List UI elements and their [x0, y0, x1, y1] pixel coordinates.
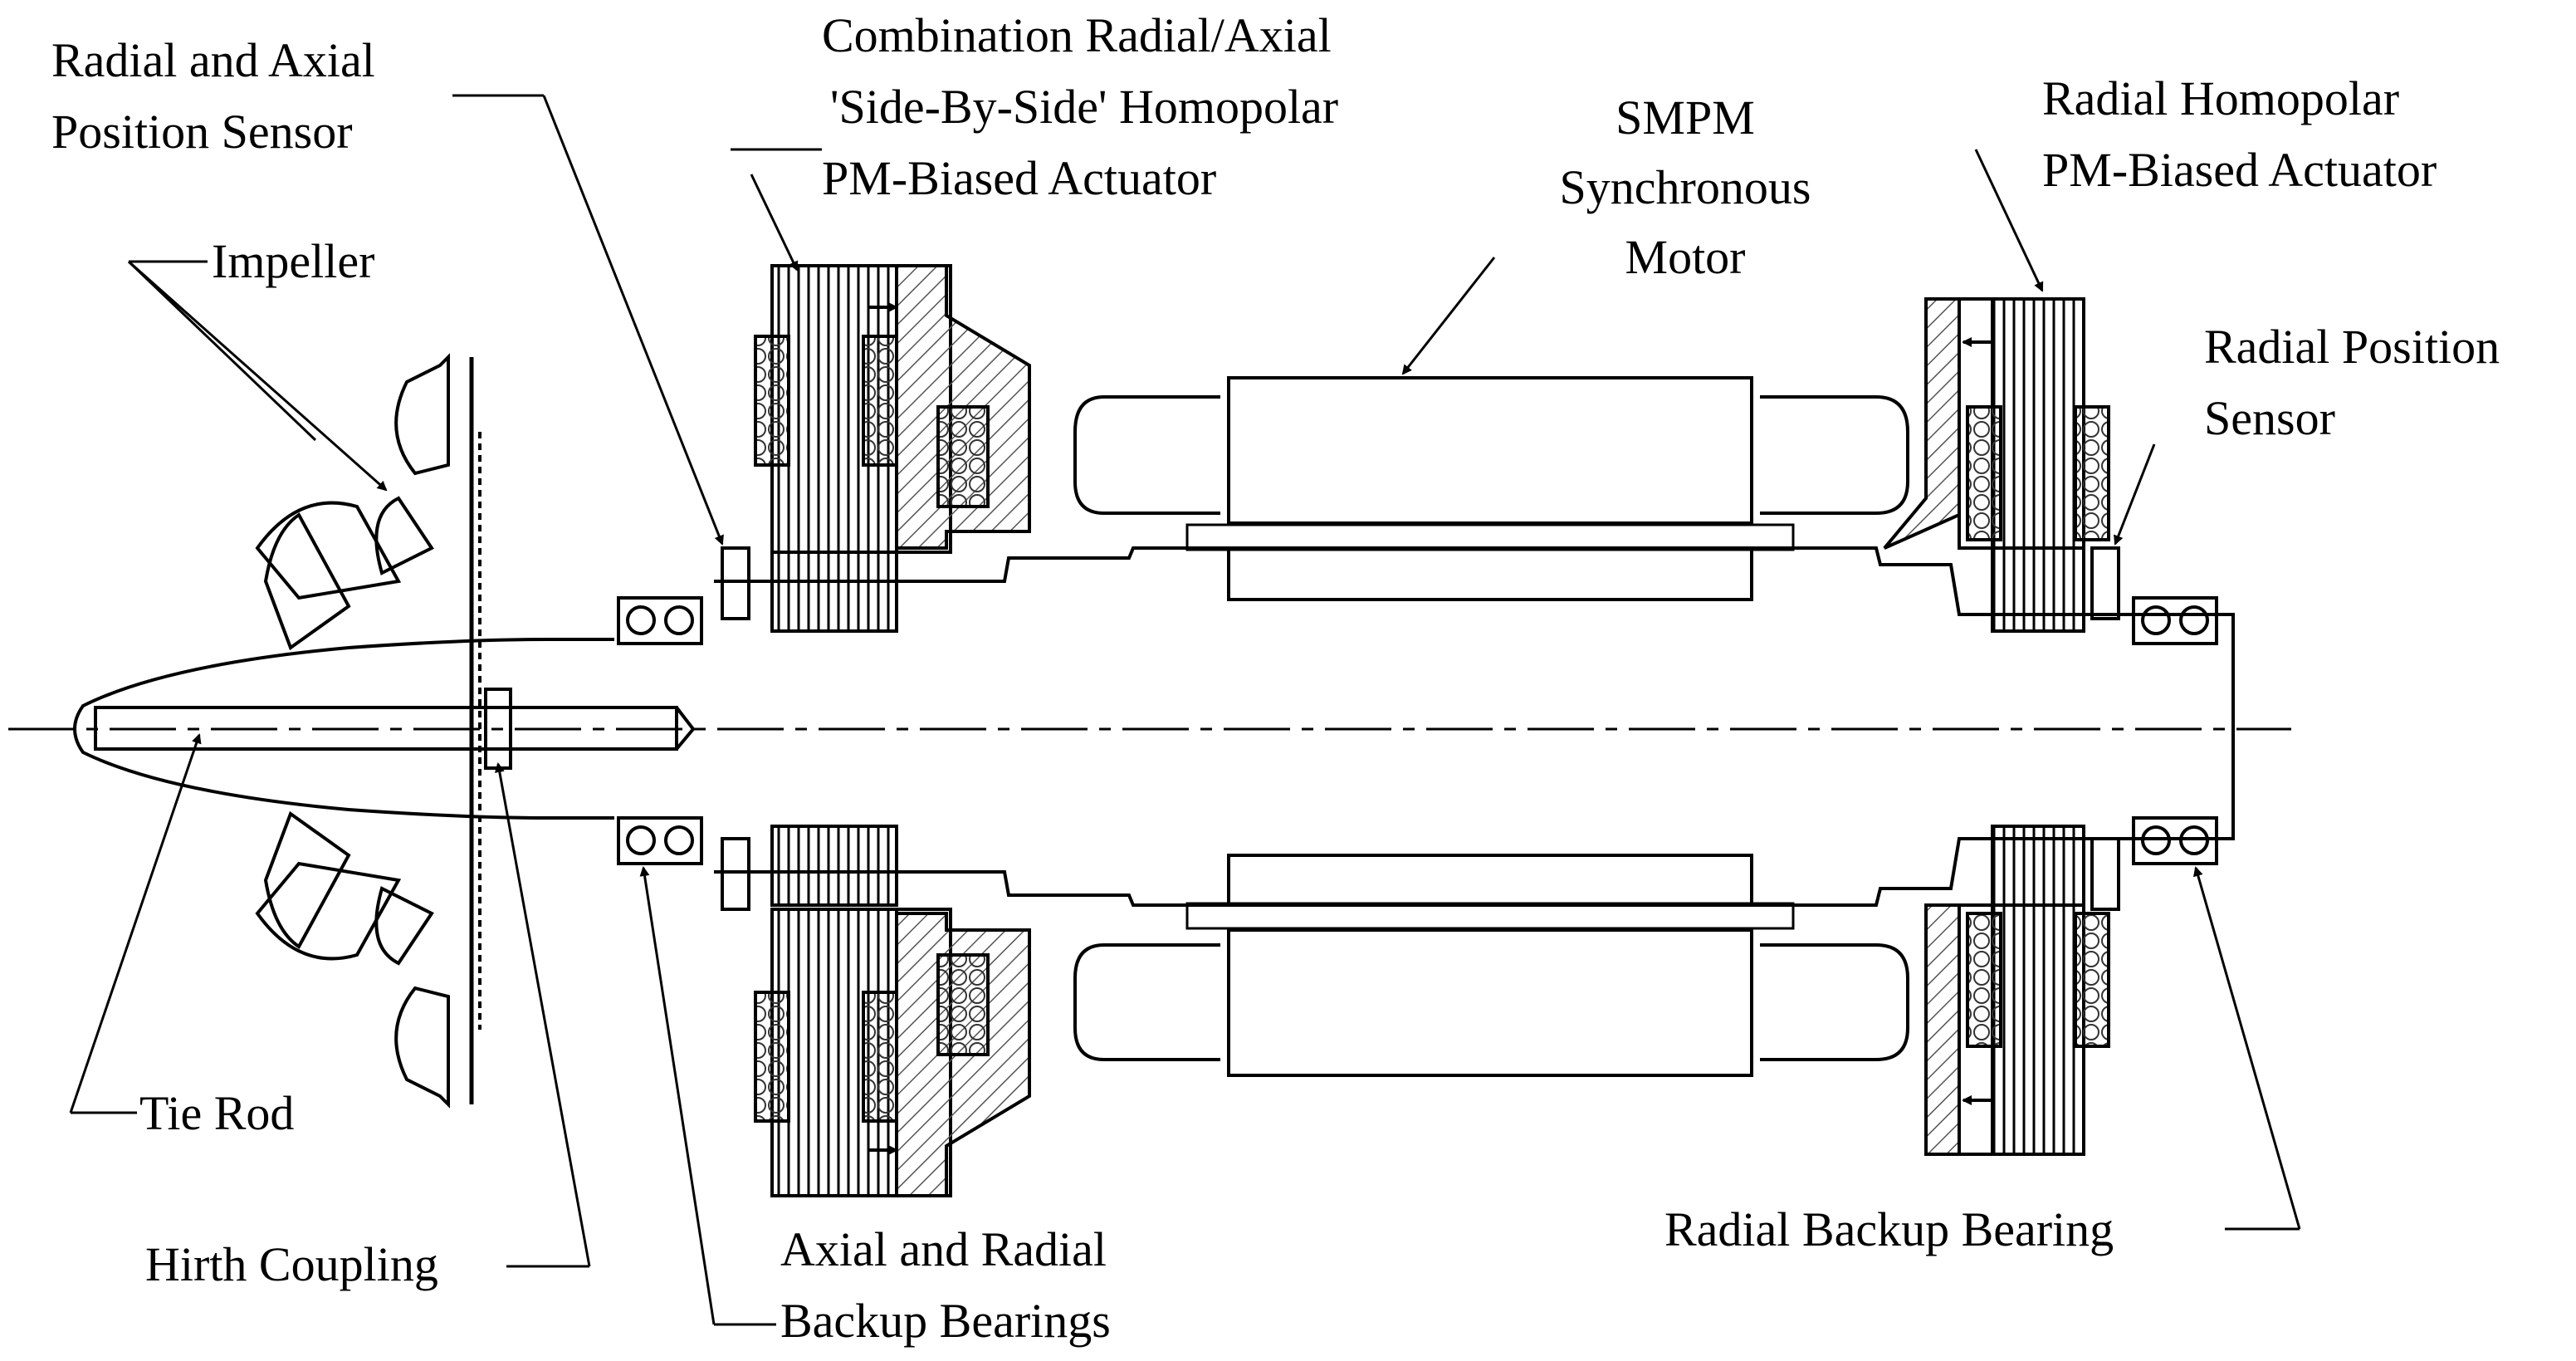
label-line: PM-Biased Actuator	[2042, 143, 2437, 197]
motor-stator-upper	[1227, 376, 1753, 525]
right-position-sensor-upper	[2090, 546, 2120, 620]
shaft	[714, 546, 2235, 907]
motor-stator-lower-inner	[1227, 854, 1753, 907]
end-winding-lower-left	[1073, 943, 1220, 1061]
left-position-sensor-upper	[721, 546, 750, 620]
leader-lines	[69, 94, 2301, 1326]
end-winding-lower-right	[1760, 943, 1909, 1061]
label-line: Combination Radial/Axial	[822, 8, 1332, 62]
label-line: Motor	[1625, 230, 1746, 284]
label-line: Radial Homopolar	[2042, 71, 2400, 125]
label-line: Radial and Axial	[51, 33, 375, 87]
motor-stator-lower	[1227, 928, 1753, 1077]
label-combination-actuator: Combination Radial/Axial 'Side-By-Side' …	[822, 0, 1338, 214]
label-line: 'Side-By-Side' Homopolar	[830, 80, 1339, 134]
label-line: Synchronous	[1559, 160, 1811, 214]
left-backup-bearing-lower	[617, 816, 703, 865]
label-line: Radial Backup Bearing	[1664, 1202, 2114, 1256]
label-axial-radial-backup: Axial and Radial Backup Bearings	[780, 1214, 1111, 1357]
motor-rotor-upper	[1185, 523, 1795, 551]
left-position-sensor-lower	[721, 837, 750, 911]
right-backup-bearing-lower	[2132, 816, 2218, 865]
radial-actuator-upper	[1883, 297, 2110, 633]
label-line: SMPM	[1615, 91, 1755, 144]
label-line: Axial and Radial	[780, 1222, 1107, 1276]
label-smpm-motor: SMPM Synchronous Motor	[1528, 83, 1843, 292]
label-line: Position Sensor	[51, 105, 353, 159]
end-winding-upper-right	[1760, 395, 1909, 515]
radial-actuator-lower	[1924, 825, 2110, 1156]
impeller-blades-upper	[255, 353, 450, 651]
label-radial-axial-sensor: Radial and Axial Position Sensor	[51, 25, 375, 168]
label-radial-position-sensor: Radial Position Sensor	[2204, 311, 2500, 454]
label-line: Sensor	[2204, 391, 2335, 445]
impeller-blades-lower	[255, 810, 450, 1109]
label-impeller: Impeller	[212, 226, 374, 297]
label-radial-homopolar-actuator: Radial Homopolar PM-Biased Actuator	[2042, 63, 2437, 206]
right-position-sensor-lower	[2090, 837, 2120, 911]
motor-rotor-lower	[1185, 902, 1795, 930]
impeller-hub	[73, 638, 614, 820]
label-radial-backup-bearing: Radial Backup Bearing	[1664, 1194, 2114, 1266]
label-line: Backup Bearings	[780, 1294, 1111, 1348]
motor-stator-upper-inner	[1227, 546, 1753, 601]
right-backup-bearing-upper	[2132, 596, 2218, 645]
label-line: Hirth Coupling	[145, 1237, 438, 1291]
label-tie-rod: Tie Rod	[139, 1078, 294, 1149]
end-winding-upper-left	[1073, 395, 1220, 515]
tie-rod	[94, 706, 678, 751]
combination-actuator-upper	[754, 264, 1031, 633]
label-line: Impeller	[212, 234, 375, 288]
label-line: PM-Biased Actuator	[822, 151, 1217, 205]
label-hirth-coupling: Hirth Coupling	[145, 1229, 438, 1300]
combination-actuator-lower	[754, 825, 1031, 1197]
left-backup-bearing-upper	[617, 596, 703, 645]
label-line: Radial Position	[2204, 320, 2500, 374]
label-line: Tie Rod	[139, 1086, 295, 1140]
